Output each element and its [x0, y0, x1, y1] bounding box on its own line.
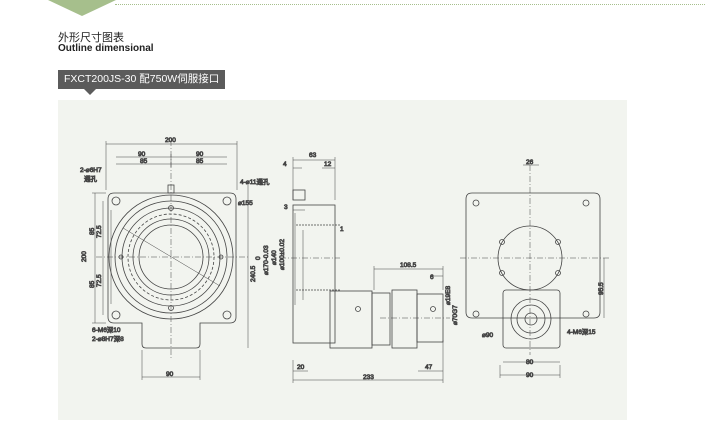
- dim-label: 3: [284, 204, 288, 211]
- dim-label: 20: [297, 364, 305, 371]
- dim-label: 80: [526, 359, 534, 366]
- dim-label: ⌀70G7: [452, 305, 459, 325]
- dim-label: ⌀90: [482, 332, 494, 339]
- front-view: [92, 140, 250, 380]
- dim-label: 240.5: [250, 265, 257, 282]
- side-view: [280, 157, 450, 383]
- dim-label: 72.5: [96, 274, 103, 287]
- dim-label: 85: [196, 158, 204, 165]
- dim-label: 233: [363, 374, 374, 381]
- dim-label: 4: [283, 161, 287, 168]
- dim-label: 90: [138, 151, 146, 158]
- hole-note: 通孔: [84, 174, 98, 183]
- dim-label: 200: [81, 251, 88, 262]
- dim-label: ⌀19E8: [445, 286, 452, 305]
- divider: [115, 4, 705, 5]
- rear-view: [460, 164, 610, 378]
- dim-label: 85: [89, 280, 96, 288]
- hole-note: 2-⌀6H7: [80, 167, 102, 174]
- dim-label: 108.5: [400, 262, 417, 269]
- tap-note: 6-M6深10: [92, 325, 121, 334]
- dim-label: ⌀140: [271, 250, 278, 265]
- dim-label: 1: [340, 226, 344, 233]
- dim-label: 85: [89, 227, 96, 235]
- dim-label: 6: [430, 274, 434, 281]
- dim-label: 200: [165, 137, 176, 144]
- pin-note: 2-⌀8H7深8: [92, 334, 124, 343]
- dim-label: 72.5: [96, 225, 103, 238]
- drawing-panel: [58, 100, 627, 420]
- header-decoration: [48, 0, 116, 16]
- section-title: 外形尺寸图表: [58, 32, 124, 44]
- section-subtitle: Outline dimensional: [58, 43, 154, 54]
- dim-label: ⌀155: [238, 200, 253, 207]
- dim-label: 95.5: [598, 282, 605, 295]
- dim-label: 63: [309, 152, 317, 159]
- tap-note: 4-M6深15: [567, 327, 596, 336]
- model-tag: FXCT200JS-30 配750W伺服接口: [58, 70, 226, 95]
- dim-label: 12: [324, 161, 332, 168]
- dim-label: 0: [255, 256, 262, 260]
- dim-label: ⌀170-0.03: [263, 245, 270, 275]
- dim-label: 90: [526, 372, 534, 379]
- dim-label: 47: [425, 364, 433, 371]
- dim-label: 26: [526, 159, 534, 166]
- dim-label: ⌀100±0.02: [279, 239, 286, 270]
- dim-label: 90: [166, 371, 174, 378]
- hole-note: 4-⌀11通孔: [240, 177, 270, 186]
- dim-label: 90: [196, 151, 204, 158]
- dim-label: 85: [140, 158, 148, 165]
